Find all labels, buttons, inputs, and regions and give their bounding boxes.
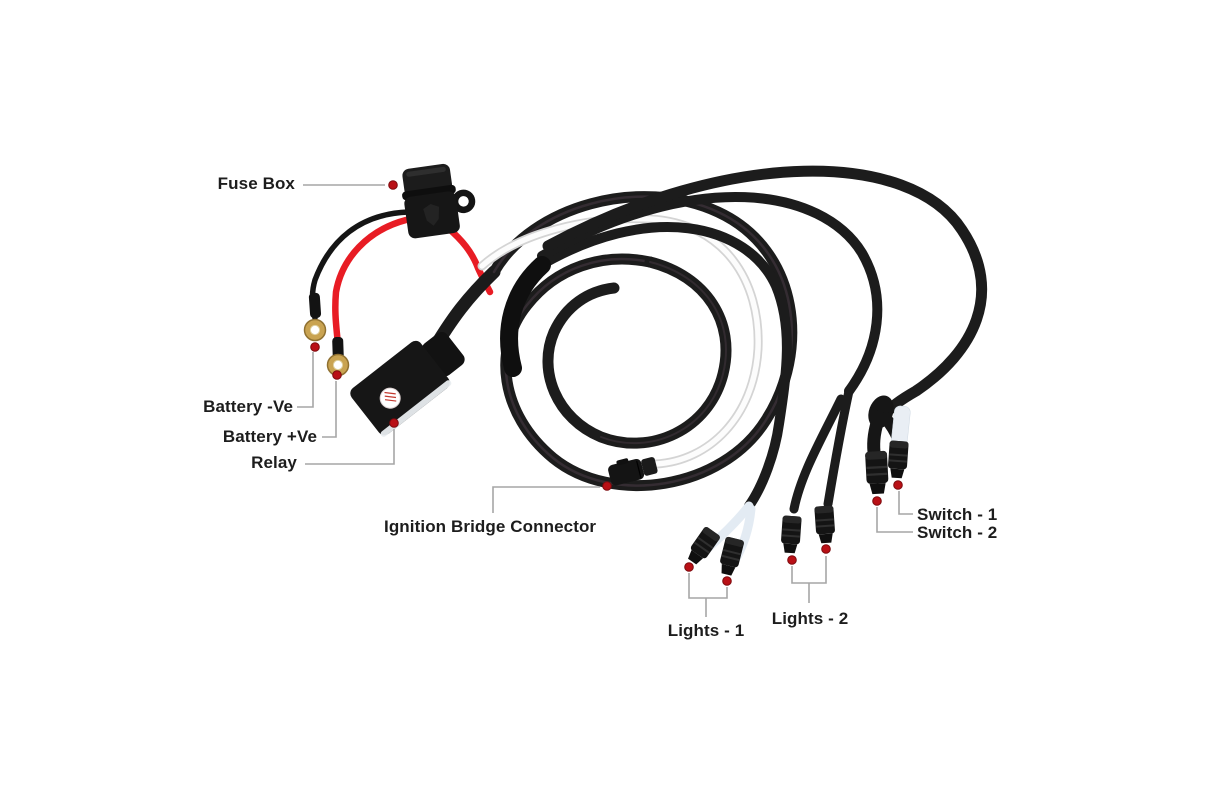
dot-switch-1 — [893, 480, 903, 490]
callout-relay — [305, 429, 395, 465]
main-coil — [488, 191, 798, 491]
fuse-box-part — [402, 163, 476, 239]
battery-wires — [309, 209, 494, 350]
label-lights-2: Lights - 2 — [771, 609, 849, 628]
label-fuse-box: Fuse Box — [217, 174, 295, 193]
lights-2-connectors — [781, 505, 835, 554]
white-ignition-wire — [477, 214, 763, 469]
dot-lights-1-b — [722, 576, 732, 586]
callout-switch-2 — [876, 507, 913, 533]
callout-lines — [297, 184, 913, 617]
ignition-bridge-connector-part — [608, 457, 658, 486]
callout-battery-negative — [297, 352, 314, 408]
battery-negative-wire — [309, 209, 411, 321]
lights-2-cable — [537, 192, 883, 396]
dot-lights-2-a — [787, 555, 797, 565]
callout-switch-1 — [898, 491, 913, 515]
dot-battery-negative — [310, 342, 320, 352]
lights-1-connectors — [688, 501, 756, 576]
dot-lights-2-b — [821, 544, 831, 554]
tape-wrap — [500, 256, 551, 377]
lights-1-cable — [531, 222, 792, 511]
callout-lights-2 — [791, 556, 827, 603]
label-lights-1: Lights - 1 — [667, 621, 745, 640]
dot-lights-1-a — [684, 562, 694, 572]
branch-cables — [531, 165, 988, 514]
dot-switch-2 — [872, 496, 882, 506]
ring-terminal-negative — [303, 318, 327, 342]
callout-battery-positive — [322, 381, 337, 438]
dot-battery-positive — [332, 370, 342, 380]
switch-cable — [542, 165, 988, 423]
label-relay: Relay — [251, 453, 297, 472]
dot-relay — [389, 418, 399, 428]
label-ignition-bridge-connector: Ignition Bridge Connector — [384, 517, 597, 536]
callout-lights-1 — [688, 573, 728, 617]
switch-connectors — [865, 395, 911, 495]
battery-positive-wire — [332, 216, 410, 350]
label-switch-2: Switch - 2 — [917, 523, 998, 542]
callout-dots — [310, 180, 903, 586]
dot-ignition — [602, 481, 612, 491]
dot-fuse-box — [388, 180, 398, 190]
label-battery-positive: Battery +Ve — [222, 427, 317, 446]
label-switch-1: Switch - 1 — [917, 505, 998, 524]
label-battery-negative: Battery -Ve — [203, 397, 293, 416]
fuse-box-logo — [423, 203, 440, 226]
relay-part — [350, 331, 465, 437]
callout-ignition — [492, 486, 600, 513]
